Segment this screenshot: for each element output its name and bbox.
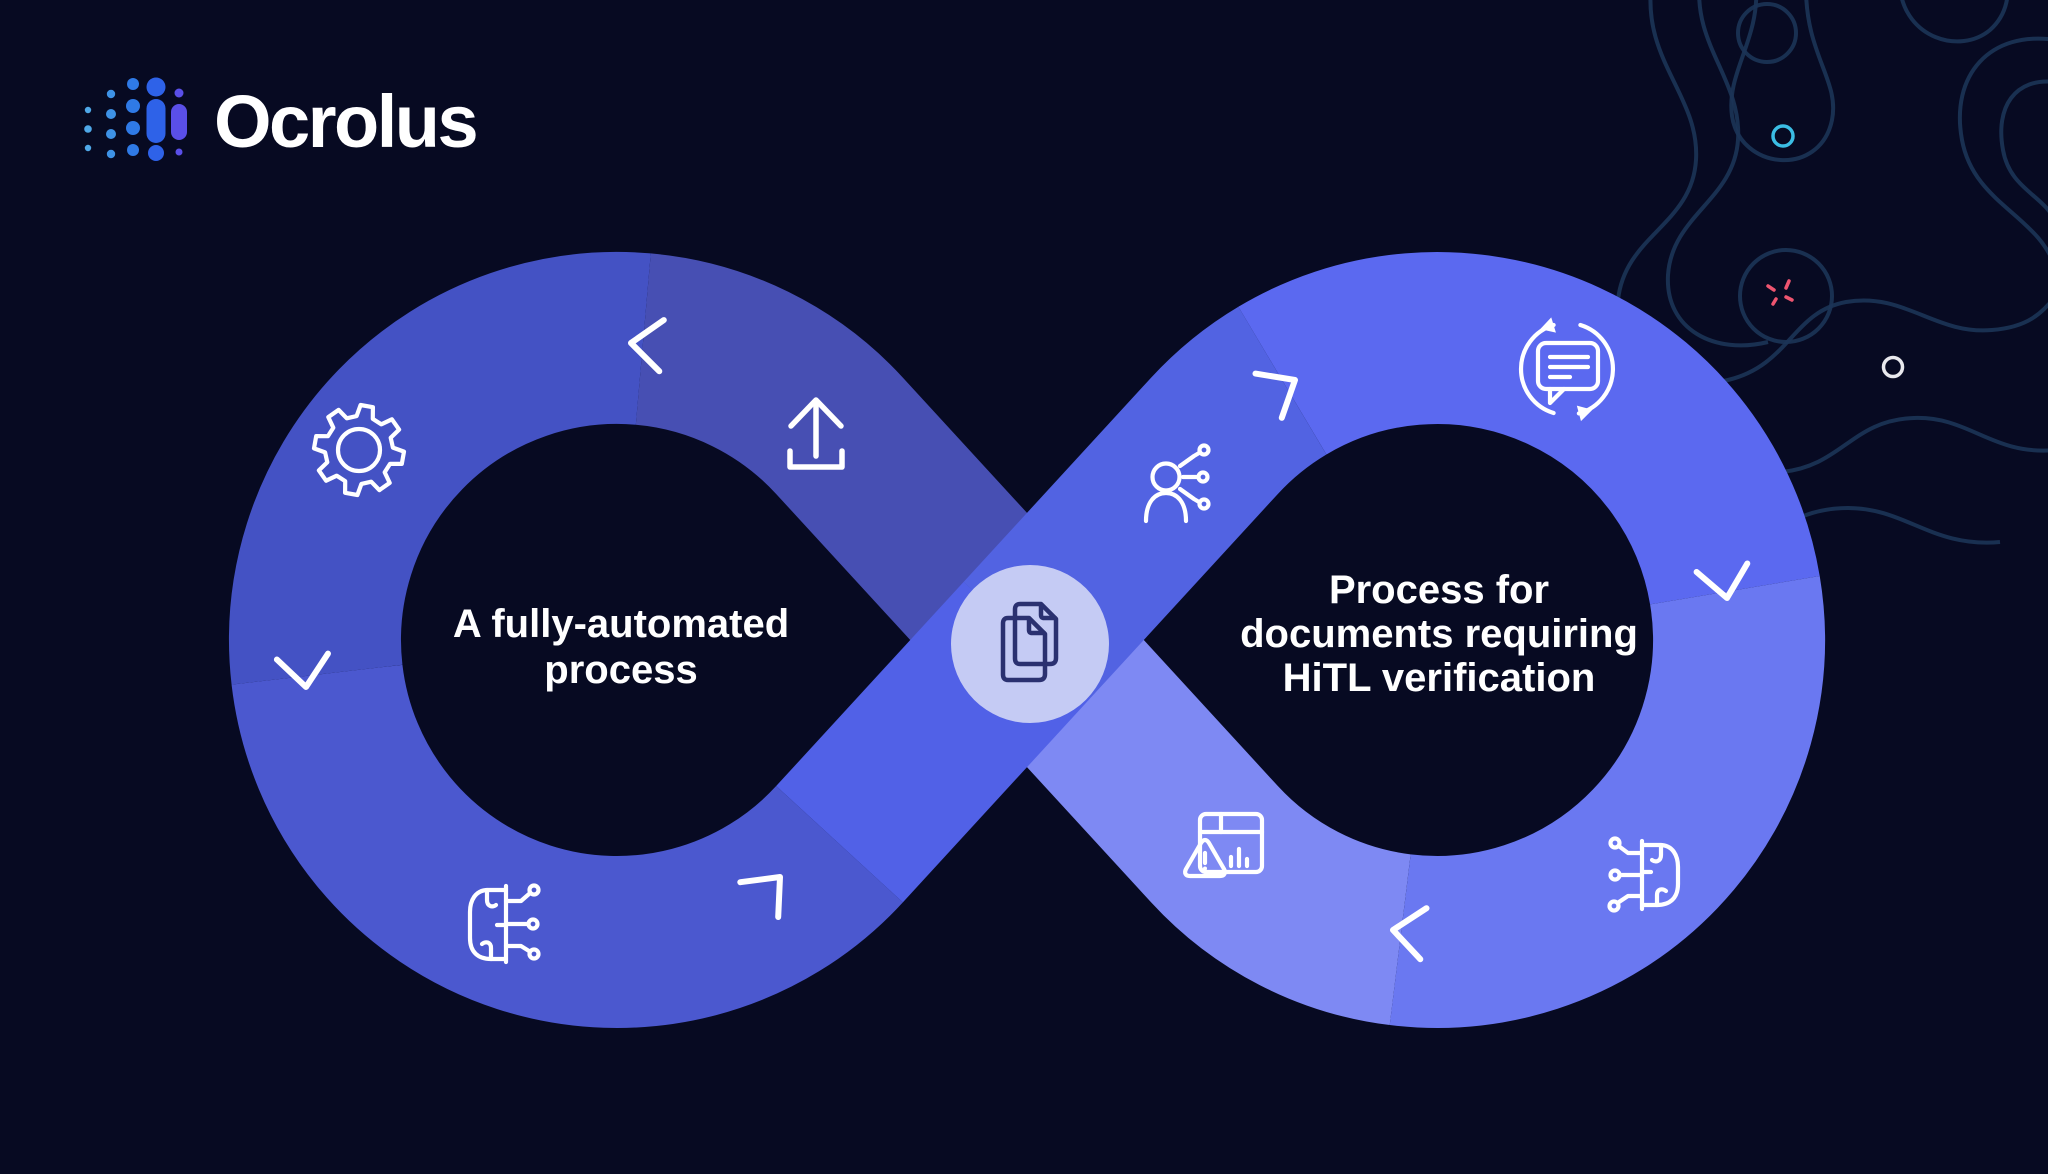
chevron-left-west: [273, 650, 331, 690]
sync-arrowhead-top: [1540, 317, 1556, 333]
gear-icon-teeth: [311, 402, 407, 498]
left-loop-label-line1: A fully-automated: [452, 602, 790, 646]
segment-upload: [634, 253, 1091, 699]
chevron-left-top: [628, 317, 667, 375]
right-loop-label: Process for documents requiring HiTL ver…: [1209, 568, 1669, 700]
gear-icon-hub: [335, 426, 383, 474]
left-loop-label: A fully-automated process: [401, 601, 841, 693]
right-loop-label-line2: documents requiring: [1240, 612, 1638, 656]
chevron-right-east: [1693, 560, 1751, 601]
right-loop-label-line3: HiTL verification: [1282, 656, 1596, 700]
right-loop-label-line1: Process for: [1328, 568, 1550, 612]
documents-copy-icon: [1000, 601, 1059, 683]
alert-dashboard-icon: [1183, 811, 1265, 879]
chat-sync-icon: [1519, 317, 1616, 422]
cyan-circle: [1771, 124, 1795, 148]
segment-brain-ai: [231, 663, 903, 1028]
sync-arrowhead-bottom: [1576, 405, 1593, 422]
upload-icon: [787, 397, 845, 470]
chevron-left-bottom: [737, 874, 783, 920]
center-circle: [951, 565, 1109, 723]
segment-alert: [963, 581, 1413, 1026]
ocrolus-logo-mark: [84, 77, 187, 161]
brain-ai-icon: [467, 883, 541, 965]
logo-dot-column-5: [171, 88, 187, 156]
logo-dot-column-1: [84, 106, 92, 152]
segment-person: [963, 306, 1328, 699]
decor-accents: [1766, 124, 1905, 379]
gear-icon: [311, 402, 407, 498]
person-network-icon: [1143, 443, 1211, 524]
segment-brain-circuit: [1389, 576, 1825, 1028]
logo-dot-column-3: [126, 78, 140, 156]
pink-sparkle: [1766, 279, 1794, 306]
logo-dot-column-4: [146, 77, 166, 161]
chevron-right-upper: [1252, 370, 1298, 421]
chevron-right-bottom: [1390, 905, 1430, 963]
ocrolus-wordmark: Ocrolus: [214, 80, 479, 163]
brain-circuit-icon: [1607, 836, 1681, 913]
ocrolus-logo: Ocrolus: [78, 72, 479, 172]
logo-dot-column-2: [106, 89, 116, 159]
chevron-arrows: [273, 317, 1751, 963]
center-hub: [951, 565, 1109, 723]
warning-triangle: [1183, 837, 1227, 879]
left-loop-label-line2: process: [544, 648, 698, 692]
white-circle: [1881, 355, 1905, 379]
